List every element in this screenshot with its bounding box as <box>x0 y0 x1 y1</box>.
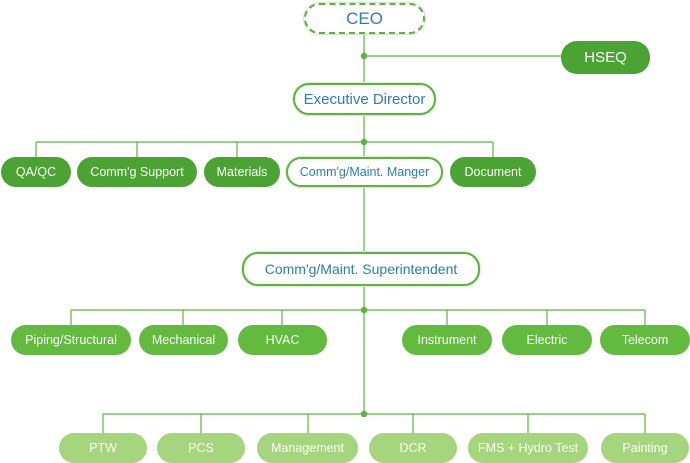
document-label: Document <box>464 164 522 179</box>
document-node: Document <box>450 157 536 187</box>
commg-maint-superintendent-node: Comm'g/Maint. Superintendent <box>242 252 480 286</box>
painting-label: Painting <box>622 440 668 455</box>
pcs-node: PCS <box>157 433 245 463</box>
executive-director-label: Executive Director <box>303 90 426 108</box>
telecom-node: Telecom <box>600 325 690 355</box>
mechanical-node: Mechanical <box>139 325 228 355</box>
painting-node: Painting <box>601 433 689 463</box>
telecom-label: Telecom <box>621 332 669 347</box>
commg-support-node: Comm'g Support <box>77 157 197 187</box>
pcs-label: PCS <box>188 440 214 455</box>
management-node: Management <box>257 433 358 463</box>
junction-dot <box>360 306 368 314</box>
qa-qc-label: QA/QC <box>15 164 57 179</box>
hseq-label: HSEQ <box>584 49 627 66</box>
dcr-label: DCR <box>399 440 427 455</box>
commg-maint-superintendent-label: Comm'g/Maint. Superintendent <box>264 261 458 277</box>
materials-label: Materials <box>216 164 268 179</box>
piping-structural-label: Piping/Structural <box>25 332 117 347</box>
junction-dot <box>360 52 368 60</box>
management-label: Management <box>271 440 344 455</box>
fms-hydro-test-node: FMS + Hydro Test <box>468 433 588 463</box>
materials-node: Materials <box>204 157 280 187</box>
ceo-label: CEO <box>346 9 383 28</box>
instrument-label: Instrument <box>417 332 477 347</box>
mechanical-label: Mechanical <box>151 332 216 347</box>
commg-maint-manager-node: Comm'g/Maint. Manger <box>286 157 443 187</box>
junction-dot <box>360 138 368 146</box>
ptw-label: PTW <box>89 440 117 455</box>
executive-director-node: Executive Director <box>293 83 436 115</box>
commg-maint-manager-label: Comm'g/Maint. Manger <box>299 164 430 179</box>
electric-label: Electric <box>526 332 568 347</box>
hvac-node: HVAC <box>238 325 327 355</box>
fms-hydro-test-label: FMS + Hydro Test <box>477 440 579 455</box>
piping-structural-node: Piping/Structural <box>11 325 131 355</box>
ceo-node: CEO <box>304 3 425 34</box>
commg-support-label: Comm'g Support <box>90 164 184 179</box>
junction-dot <box>360 410 368 418</box>
ptw-node: PTW <box>59 433 147 463</box>
electric-node: Electric <box>502 325 592 355</box>
instrument-node: Instrument <box>402 325 492 355</box>
hvac-label: HVAC <box>265 332 300 347</box>
dcr-node: DCR <box>369 433 457 463</box>
qa-qc-node: QA/QC <box>1 157 71 187</box>
hseq-node: HSEQ <box>561 41 650 74</box>
